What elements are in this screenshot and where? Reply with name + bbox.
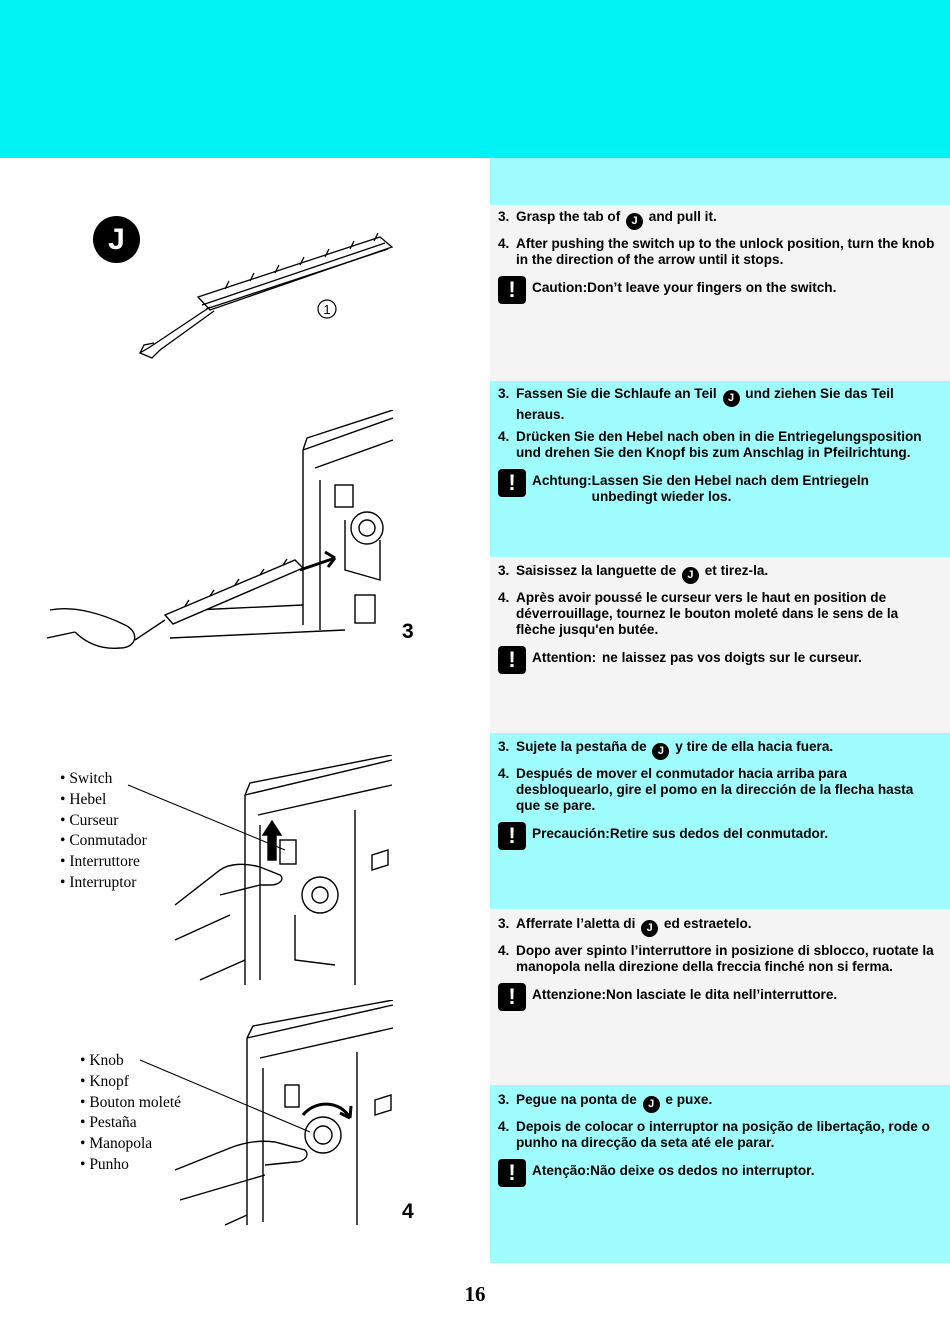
knob-illustration (139, 1000, 394, 1226)
part-j-icon: J (641, 920, 659, 937)
switch-callout-list: Switch Hebel Curseur Conmutador Interrut… (60, 769, 147, 894)
caution-note: !Achtung:Lassen Sie den Hebel nach dem E… (498, 469, 938, 505)
step-4: 4.Drücken Sie den Hebel nach oben in die… (498, 429, 922, 460)
list-item: Knopf (80, 1072, 181, 1093)
band-spanish (490, 733, 950, 909)
list-item: Hebel (60, 790, 147, 811)
step-3: 3.Grasp the tab of J and pull it. (498, 209, 938, 230)
list-item: Punho (80, 1155, 181, 1176)
list-item: Interruttore (60, 852, 147, 873)
printer-side-illustration (46, 410, 394, 649)
knob-callout-list: Knob Knopf Bouton moleté Pestaña Manopol… (80, 1051, 181, 1176)
band-header (490, 158, 950, 205)
step-4: 4.Dopo aver spinto l’interruttore in pos… (498, 943, 934, 974)
warning-icon: ! (498, 646, 526, 674)
band-portuguese (490, 1085, 950, 1263)
part-j-icon: J (642, 1096, 660, 1113)
step-3: 3.Pegue na ponta de J e puxe. (498, 1092, 938, 1113)
caution-note: !Precaución:Retire sus dedos del conmuta… (498, 822, 938, 854)
figure-step-3: 3 (402, 620, 414, 643)
warning-icon: ! (498, 469, 526, 497)
switch-illustration (127, 755, 393, 985)
caution-note: !Caution:Don’t leave your fingers on the… (498, 276, 938, 308)
step-4: 4.Après avoir poussé le curseur vers le … (498, 590, 899, 637)
band-italian (490, 909, 950, 1085)
lang-block-english: 3.Grasp the tab of J and pull it. 4.Afte… (498, 209, 938, 308)
part-j-badge: J (93, 216, 140, 263)
list-item: Curseur (60, 811, 147, 832)
list-item: Bouton moleté (80, 1093, 181, 1114)
callout-number-1: 1 (323, 302, 330, 317)
lang-block-portuguese: 3.Pegue na ponta de J e puxe. 4.Depois d… (498, 1092, 938, 1191)
band-french (490, 557, 950, 733)
warning-icon: ! (498, 983, 526, 1011)
figure-step-4: 4 (402, 1200, 414, 1223)
part-j-icon: J (722, 390, 740, 407)
caution-note: !Atenção:Não deixe os dedos no interrupt… (498, 1159, 938, 1191)
step-4: 4.After pushing the switch up to the unl… (498, 236, 935, 267)
caution-note: !Attention:ne laissez pas vos doigts sur… (498, 646, 938, 678)
warning-icon: ! (498, 822, 526, 850)
part-j-icon: J (681, 567, 699, 584)
step-3: 3.Afferrate l’aletta di J ed estraetelo. (498, 916, 938, 937)
band-german (490, 381, 950, 557)
step-3: 3.Fassen Sie die Schlaufe an Teil J und … (498, 386, 894, 422)
list-item: Pestaña (80, 1113, 181, 1134)
lang-block-spanish: 3.Sujete la pestaña de J y tire de ella … (498, 739, 938, 854)
part-j-icon: J (652, 743, 670, 760)
band-english (490, 205, 950, 381)
lang-block-italian: 3.Afferrate l’aletta di J ed estraetelo.… (498, 916, 938, 1015)
warning-icon: ! (498, 1159, 526, 1187)
page-number: 16 (464, 1282, 486, 1306)
step-3: 3.Saisissez la languette de J et tirez-l… (498, 563, 938, 584)
part-j-illustration: 1 (138, 232, 394, 359)
list-item: Switch (60, 769, 147, 790)
lang-block-french: 3.Saisissez la languette de J et tirez-l… (498, 563, 938, 678)
list-item: Interruptor (60, 873, 147, 894)
step-3: 3.Sujete la pestaña de J y tire de ella … (498, 739, 938, 760)
step-4: 4.Después de mover el conmutador hacia a… (498, 766, 914, 813)
top-banner (0, 0, 950, 158)
step-4: 4.Depois de colocar o interruptor na pos… (498, 1119, 930, 1150)
list-item: Conmutador (60, 831, 147, 852)
warning-icon: ! (498, 276, 526, 304)
caution-note: !Attenzione:Non lasciate le dita nell’in… (498, 983, 938, 1015)
list-item: Knob (80, 1051, 181, 1072)
list-item: Manopola (80, 1134, 181, 1155)
part-j-icon: J (626, 213, 644, 230)
lang-block-german: 3.Fassen Sie die Schlaufe an Teil J und … (498, 386, 938, 505)
